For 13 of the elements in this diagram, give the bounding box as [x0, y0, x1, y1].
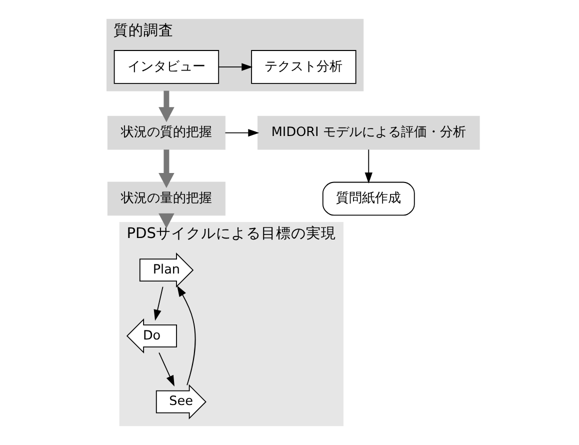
node-box: MIDORI モデルによる評価・分析: [257, 116, 480, 150]
node-box: インタビュー: [114, 50, 220, 84]
arrow: [158, 150, 174, 188]
arrow: [158, 352, 174, 387]
arrow: [158, 90, 174, 122]
arrow: [364, 149, 372, 184]
node-box: 質問紙作成: [322, 182, 415, 216]
arrow: [154, 286, 164, 321]
arrow: [218, 63, 253, 71]
node-box: 状況の質的把握: [107, 116, 226, 150]
arrow: [224, 129, 260, 137]
arrow: [177, 286, 196, 386]
node-box: テクスト分析: [251, 50, 356, 84]
